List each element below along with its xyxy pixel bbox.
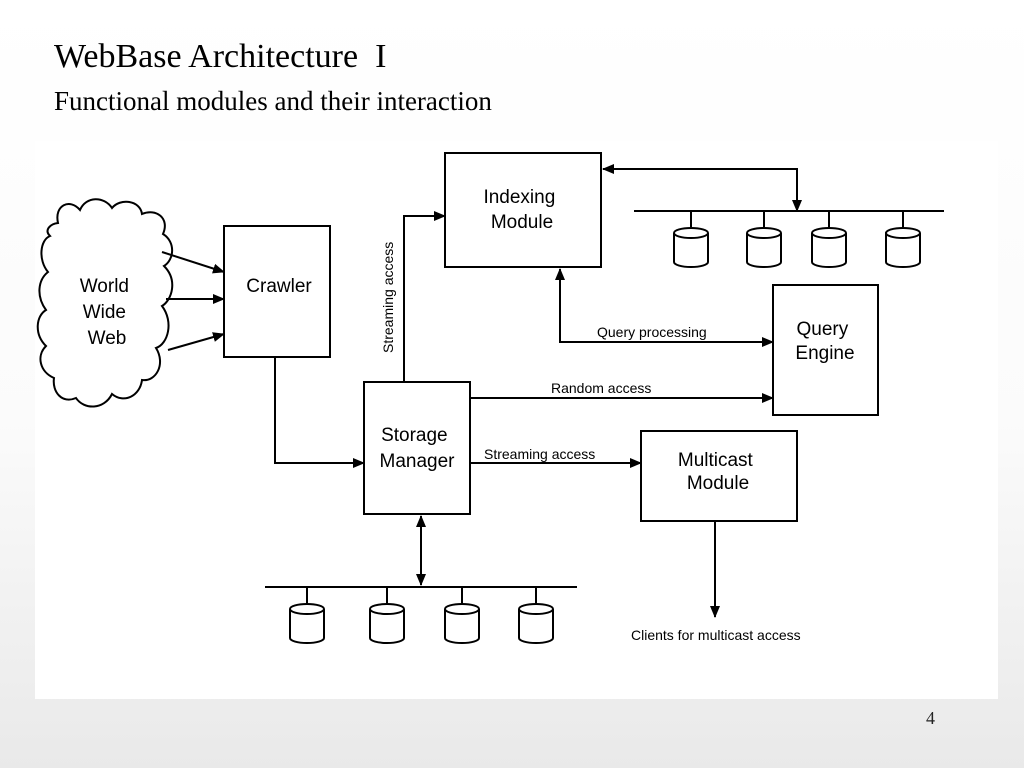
database-disk-icon bbox=[811, 211, 847, 268]
world-wide-web-line: World bbox=[80, 276, 129, 297]
storage-to-query-label: Random access bbox=[551, 380, 651, 396]
query-engine-box: Query Engine bbox=[772, 284, 879, 416]
multicast-module-label: Multicast Module bbox=[678, 450, 758, 494]
multicast-module-line: Multicast bbox=[678, 450, 754, 471]
index-disk-group bbox=[673, 211, 921, 268]
query-engine-line: Query bbox=[796, 319, 848, 340]
storage-manager-label: Storage Manager bbox=[380, 425, 456, 472]
world-wide-web-line: Web bbox=[88, 328, 127, 349]
world-wide-web-label: World Wide Web bbox=[80, 276, 135, 349]
database-disk-icon bbox=[885, 211, 921, 268]
slide-subtitle: Functional modules and their interaction bbox=[54, 86, 492, 116]
page-number: 4 bbox=[926, 708, 935, 728]
world-wide-web-line: Wide bbox=[83, 302, 126, 323]
www-to-crawler-arrow bbox=[161, 251, 225, 274]
database-disk-icon bbox=[673, 211, 709, 268]
slide-title: WebBase Architecture I bbox=[54, 38, 387, 75]
indexing-to-index-bus-arrow bbox=[602, 164, 802, 212]
multicast-module-box: Multicast Module bbox=[640, 430, 798, 522]
database-disk-icon bbox=[518, 587, 554, 644]
database-disk-icon bbox=[444, 587, 480, 644]
storage-manager-box: Storage Manager bbox=[363, 381, 471, 515]
query-engine-label: Query Engine bbox=[795, 319, 854, 364]
database-disk-icon bbox=[289, 587, 325, 644]
database-disk-icon bbox=[746, 211, 782, 268]
query-engine-line: Engine bbox=[795, 343, 854, 364]
storage-disk-group bbox=[289, 587, 554, 644]
crawler-label: Crawler bbox=[246, 276, 312, 297]
multicast-module-line: Module bbox=[687, 473, 749, 494]
database-disk-icon bbox=[369, 587, 405, 644]
indexing-module-line: Module bbox=[491, 212, 553, 233]
storage-to-indexing-label: Streaming access bbox=[380, 242, 396, 353]
crawler-to-storage-arrow bbox=[274, 357, 365, 468]
crawler-box: Crawler bbox=[223, 225, 331, 358]
www-to-crawler-arrow bbox=[167, 332, 225, 351]
multicast-output-label: Clients for multicast access bbox=[631, 627, 801, 643]
indexing-module-label: Indexing Module bbox=[483, 187, 560, 233]
indexing-module-line: Indexing bbox=[483, 187, 555, 208]
storage-manager-line: Storage bbox=[381, 425, 448, 446]
storage-manager-line: Manager bbox=[380, 451, 456, 472]
storage-to-indexing-arrow bbox=[403, 211, 446, 382]
world-wide-web-cloud: World Wide Web bbox=[36, 198, 174, 408]
storage-to-multicast-label: Streaming access bbox=[484, 446, 595, 462]
indexing-to-query-label: Query processing bbox=[597, 324, 707, 340]
indexing-module-box: Indexing Module bbox=[444, 152, 602, 268]
indexing-to-query-arrow bbox=[555, 268, 774, 347]
